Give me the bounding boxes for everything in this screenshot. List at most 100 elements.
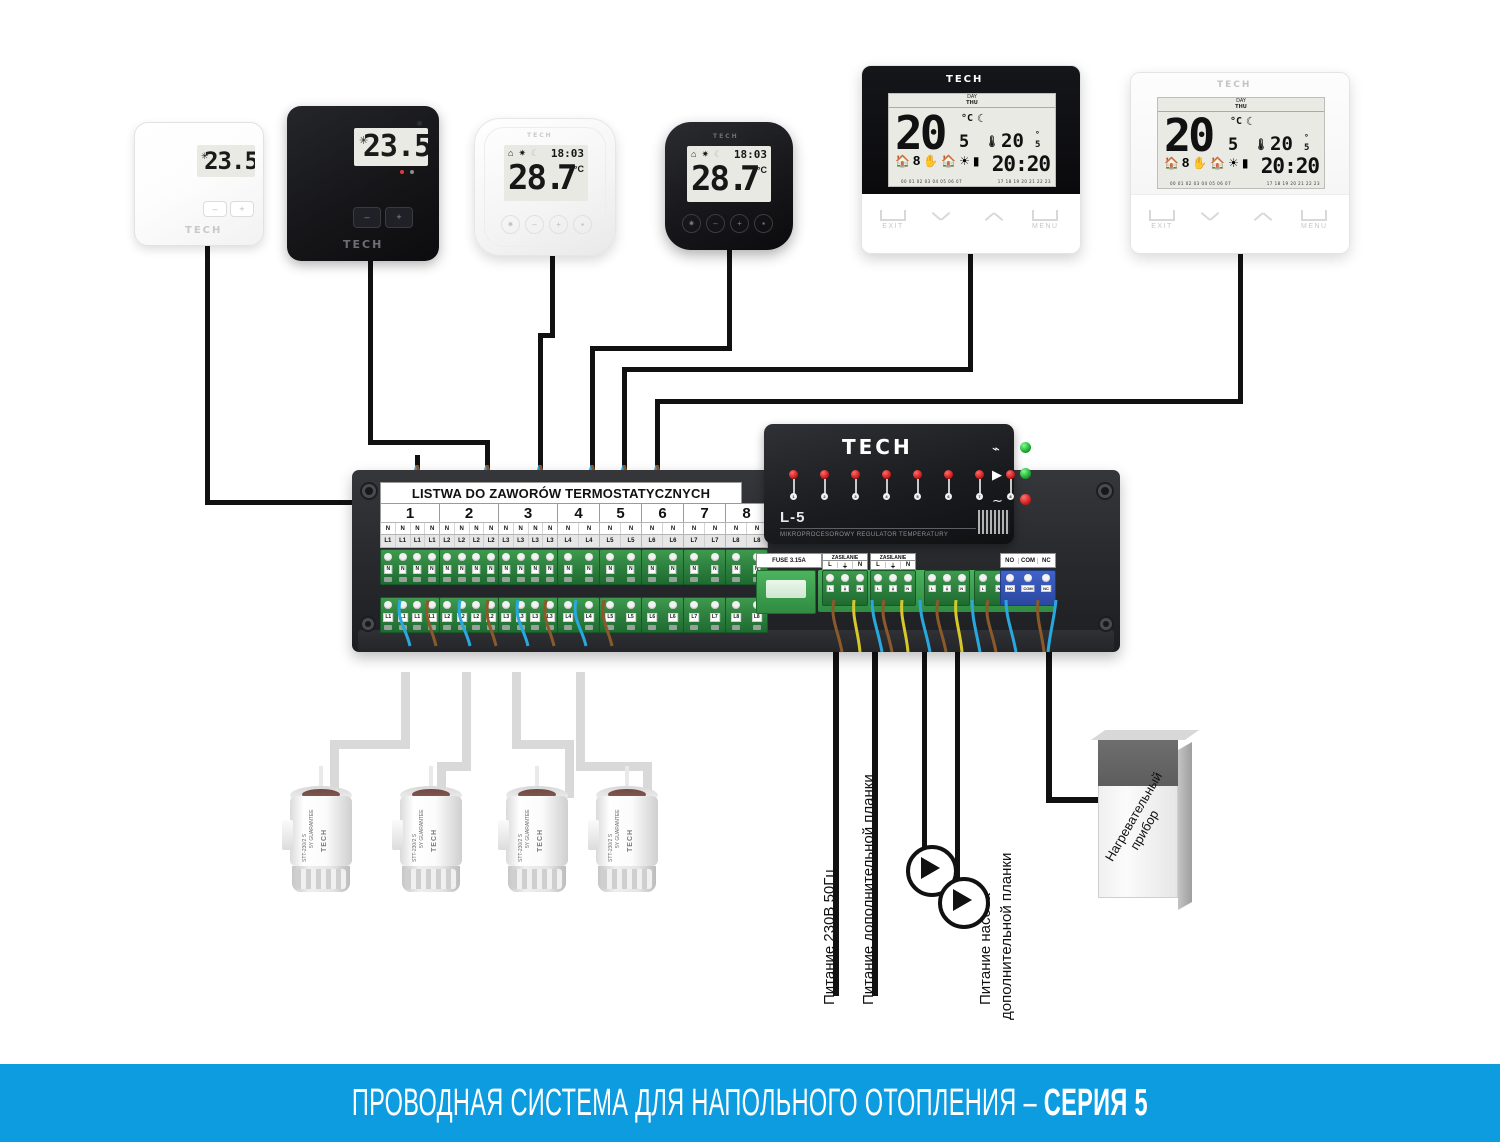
down-button[interactable] [1202,212,1218,221]
terminal-pin[interactable]: L2 [469,598,484,632]
up-button[interactable] [986,212,1002,221]
plus-button[interactable]: + [230,201,254,217]
terminal-pin[interactable]: N [900,571,915,605]
terminal-pin[interactable]: L6 [663,598,684,632]
terminal-pin[interactable]: L2 [440,598,455,632]
supply-connector-1[interactable]: L ⏚ N [822,570,868,606]
terminal-pin[interactable]: L3 [499,598,514,632]
callout-mains: Питание 230В 50Гц [821,869,838,1005]
terminal-block-n-7[interactable]: N N [683,549,726,585]
terminal-pin[interactable]: N [425,550,440,584]
terminal-pin[interactable]: N [381,550,396,584]
terminal-pin[interactable]: N [484,550,499,584]
mode-button[interactable]: ✷ [501,215,520,234]
valve-actuator-4[interactable]: TECH 5Y GUARANTEE STT-230/2 S [588,766,658,894]
terminal-block-n-1[interactable]: N N N N [380,549,440,585]
plus-button[interactable]: + [549,215,568,234]
terminal-pin[interactable]: N [469,550,484,584]
minus-button[interactable]: – [203,201,227,217]
plus-button[interactable]: + [730,214,749,233]
terminal-pin[interactable]: N [579,550,600,584]
menu-button[interactable]: ▪ [754,214,773,233]
terminal-pin[interactable]: L5 [600,598,621,632]
terminal-pin[interactable]: NO [1001,571,1019,605]
thermostat-panel-black[interactable]: TECH DAY THU 20 °C ☾ 5 🌡 20 ° 5 🏠 8 ✋ 🏠 [861,65,1081,254]
terminal-pin[interactable]: L1 [381,598,396,632]
terminal-pin[interactable]: L7 [705,598,726,632]
terminal-pin[interactable]: L6 [642,598,663,632]
valve-actuator-1[interactable]: TECH 5Y GUARANTEE STT-230/2 S [282,766,352,894]
terminal-pin[interactable]: N [499,550,514,584]
terminal-pin[interactable]: N [543,550,558,584]
pin-tag: L [875,585,882,593]
terminal-block-l-1[interactable]: L1 L1 L1 L1 [380,597,440,633]
terminal-pin[interactable]: N [396,550,411,584]
terminal-pin[interactable]: N [528,550,543,584]
menu-button[interactable]: MENU [1301,210,1328,230]
menu-button[interactable]: ▪ [573,215,592,234]
terminal-pin[interactable]: NC [1037,571,1055,605]
terminal-block-n-5[interactable]: N N [599,549,642,585]
thermostat-round-white[interactable]: TECH ⌂ ✷ ☾ 18:03 28. 7 °C ✷ – + ▪ [474,118,616,256]
mode-button[interactable]: ✷ [682,214,701,233]
terminal-pin[interactable]: N [455,550,470,584]
terminal-pin[interactable]: N [558,550,579,584]
exit-button[interactable]: EXIT [1149,210,1175,230]
thermostat-flat-white[interactable]: ✳ 23.5 – + TECH [134,122,264,246]
terminal-pin[interactable]: L8 [726,598,747,632]
minus-button[interactable]: – [353,207,381,228]
valve-actuator-3[interactable]: TECH 5Y GUARANTEE STT-230/2 S [498,766,568,894]
terminal-pin[interactable]: L4 [558,598,579,632]
terminal-block-n-2[interactable]: N N N N [439,549,499,585]
terminal-pin[interactable]: ⏚ [886,571,901,605]
exit-button[interactable]: EXIT [880,210,906,230]
terminal-pin[interactable]: L4 [579,598,600,632]
terminal-pin[interactable]: N [954,571,969,605]
thermostat-round-black[interactable]: TECH ⌂ ✷ ☾ 18:03 28. 7 °C ✷ – + ▪ [665,122,793,250]
valve-actuator-2[interactable]: TECH 5Y GUARANTEE STT-230/2 S [392,766,462,894]
terminal-pin[interactable]: N [852,571,867,605]
thermostat-panel-white[interactable]: TECH DAY THU 20 °C ☾ 5 🌡 20 ° 5 🏠 8 ✋ 🏠 [1130,72,1350,254]
wire-hole [732,625,741,630]
terminal-pin[interactable]: L7 [684,598,705,632]
terminal-pin[interactable]: L1 [410,598,425,632]
supply-connector-2[interactable]: L ⏚ N [870,570,916,606]
minus-button[interactable]: – [525,215,544,234]
minus-button[interactable]: – [706,214,725,233]
fuse-holder[interactable] [756,570,816,614]
terminal-pin[interactable]: N [684,550,705,584]
terminal-pin[interactable]: N [600,550,621,584]
terminal-pin[interactable]: N [642,550,663,584]
terminal-block-n-3[interactable]: N N N N [498,549,558,585]
terminal-pin[interactable]: N [621,550,642,584]
wire-hole [384,577,393,582]
pump-connector[interactable]: L ⏚ N [924,570,970,606]
relay-connector[interactable]: NO COM NC [1000,570,1056,606]
terminal-pin[interactable]: N [663,550,684,584]
terminal-pin[interactable]: ⏚ [940,571,955,605]
plus-button[interactable]: + [385,207,413,228]
terminal-pin[interactable]: N [726,550,747,584]
terminal-pin[interactable]: L [871,571,886,605]
terminal-pin[interactable]: ⏚ [838,571,853,605]
terminal-pin[interactable]: COM [1019,571,1037,605]
terminal-pin[interactable]: L3 [528,598,543,632]
heater-device[interactable]: Нагревательный прибор [1090,730,1200,911]
terminal-pin[interactable]: N [705,550,726,584]
terminal-pin[interactable]: L [823,571,838,605]
down-button[interactable] [933,212,949,221]
terminal-pin[interactable]: N [440,550,455,584]
terminal-block-l-5[interactable]: L5 L5 [599,597,642,633]
terminal-block-l-7[interactable]: L7 L7 [683,597,726,633]
terminal-pin[interactable]: L5 [621,598,642,632]
terminal-pin[interactable]: L [975,571,991,605]
terminal-pin[interactable]: N [410,550,425,584]
controller-module-l5[interactable]: TECH 1 2 3 4 5 6 [764,424,1015,544]
terminal-pin[interactable]: N [514,550,529,584]
up-button[interactable] [1255,212,1271,221]
terminal-block-n-4[interactable]: N N [557,549,600,585]
menu-button[interactable]: MENU [1032,210,1059,230]
terminal-block-n-6[interactable]: N N [641,549,684,585]
terminal-pin[interactable]: L [925,571,940,605]
thermostat-flat-black[interactable]: ✳ 23.5 – + TECH [287,106,439,261]
